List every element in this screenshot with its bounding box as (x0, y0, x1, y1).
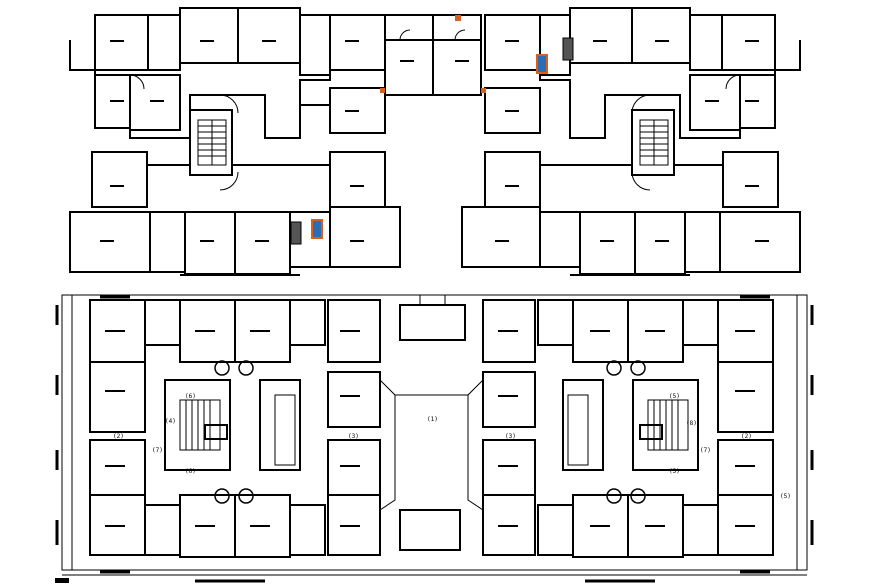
callout-5-edge: (5) (780, 493, 791, 500)
wing-bottom-right (461, 109, 801, 276)
callout-5-top: (5) (669, 393, 680, 400)
fixture-unit-bottom (290, 221, 302, 245)
accent-marker (380, 88, 385, 93)
central-lobby (379, 294, 484, 551)
staircase-right (639, 119, 669, 166)
staircase-lower-left (179, 399, 228, 451)
callout-2-left: (2) (113, 433, 124, 440)
accent-marker (455, 15, 461, 21)
callout-4: (4) (165, 418, 176, 425)
lower-floor-plan (55, 294, 814, 583)
callout-3-left: (3) (348, 433, 359, 440)
upper-floor-plan (69, 7, 801, 276)
callout-2-right: (2) (741, 433, 752, 440)
fixture-bathtub-bottom (311, 219, 323, 239)
callout-6-top: (6) (185, 393, 196, 400)
lower-right-rooms (482, 299, 774, 558)
callout-8: (8) (686, 420, 697, 427)
callout-7-right: (7) (700, 447, 711, 454)
callout-7-left: (7) (152, 447, 163, 454)
wing-top-right (484, 7, 801, 139)
lower-left-rooms (89, 299, 381, 558)
staircase-lower-right (639, 399, 689, 451)
callout-labels: (1) (2) (2) (3) (3) (4) (5) (5) (5) (6) … (113, 393, 791, 500)
callout-5-bottom: (5) (669, 468, 680, 475)
accent-marker (481, 88, 486, 93)
room-label-marks-lower (105, 330, 755, 527)
callout-6-bottom: (6) (185, 468, 196, 475)
staircase-left (197, 119, 227, 166)
wing-bottom-left (69, 109, 401, 276)
fixture-bathtub-top (536, 54, 548, 74)
door-swings-upper (129, 29, 741, 191)
fixture-unit-top (562, 37, 574, 61)
edge-wall-ticks (55, 295, 814, 574)
title-mark-left (55, 578, 69, 583)
lift-symbols (214, 360, 646, 504)
callout-1: (1) (427, 416, 438, 423)
callout-3-right: (3) (505, 433, 516, 440)
room-label-marks-upper (100, 40, 769, 242)
